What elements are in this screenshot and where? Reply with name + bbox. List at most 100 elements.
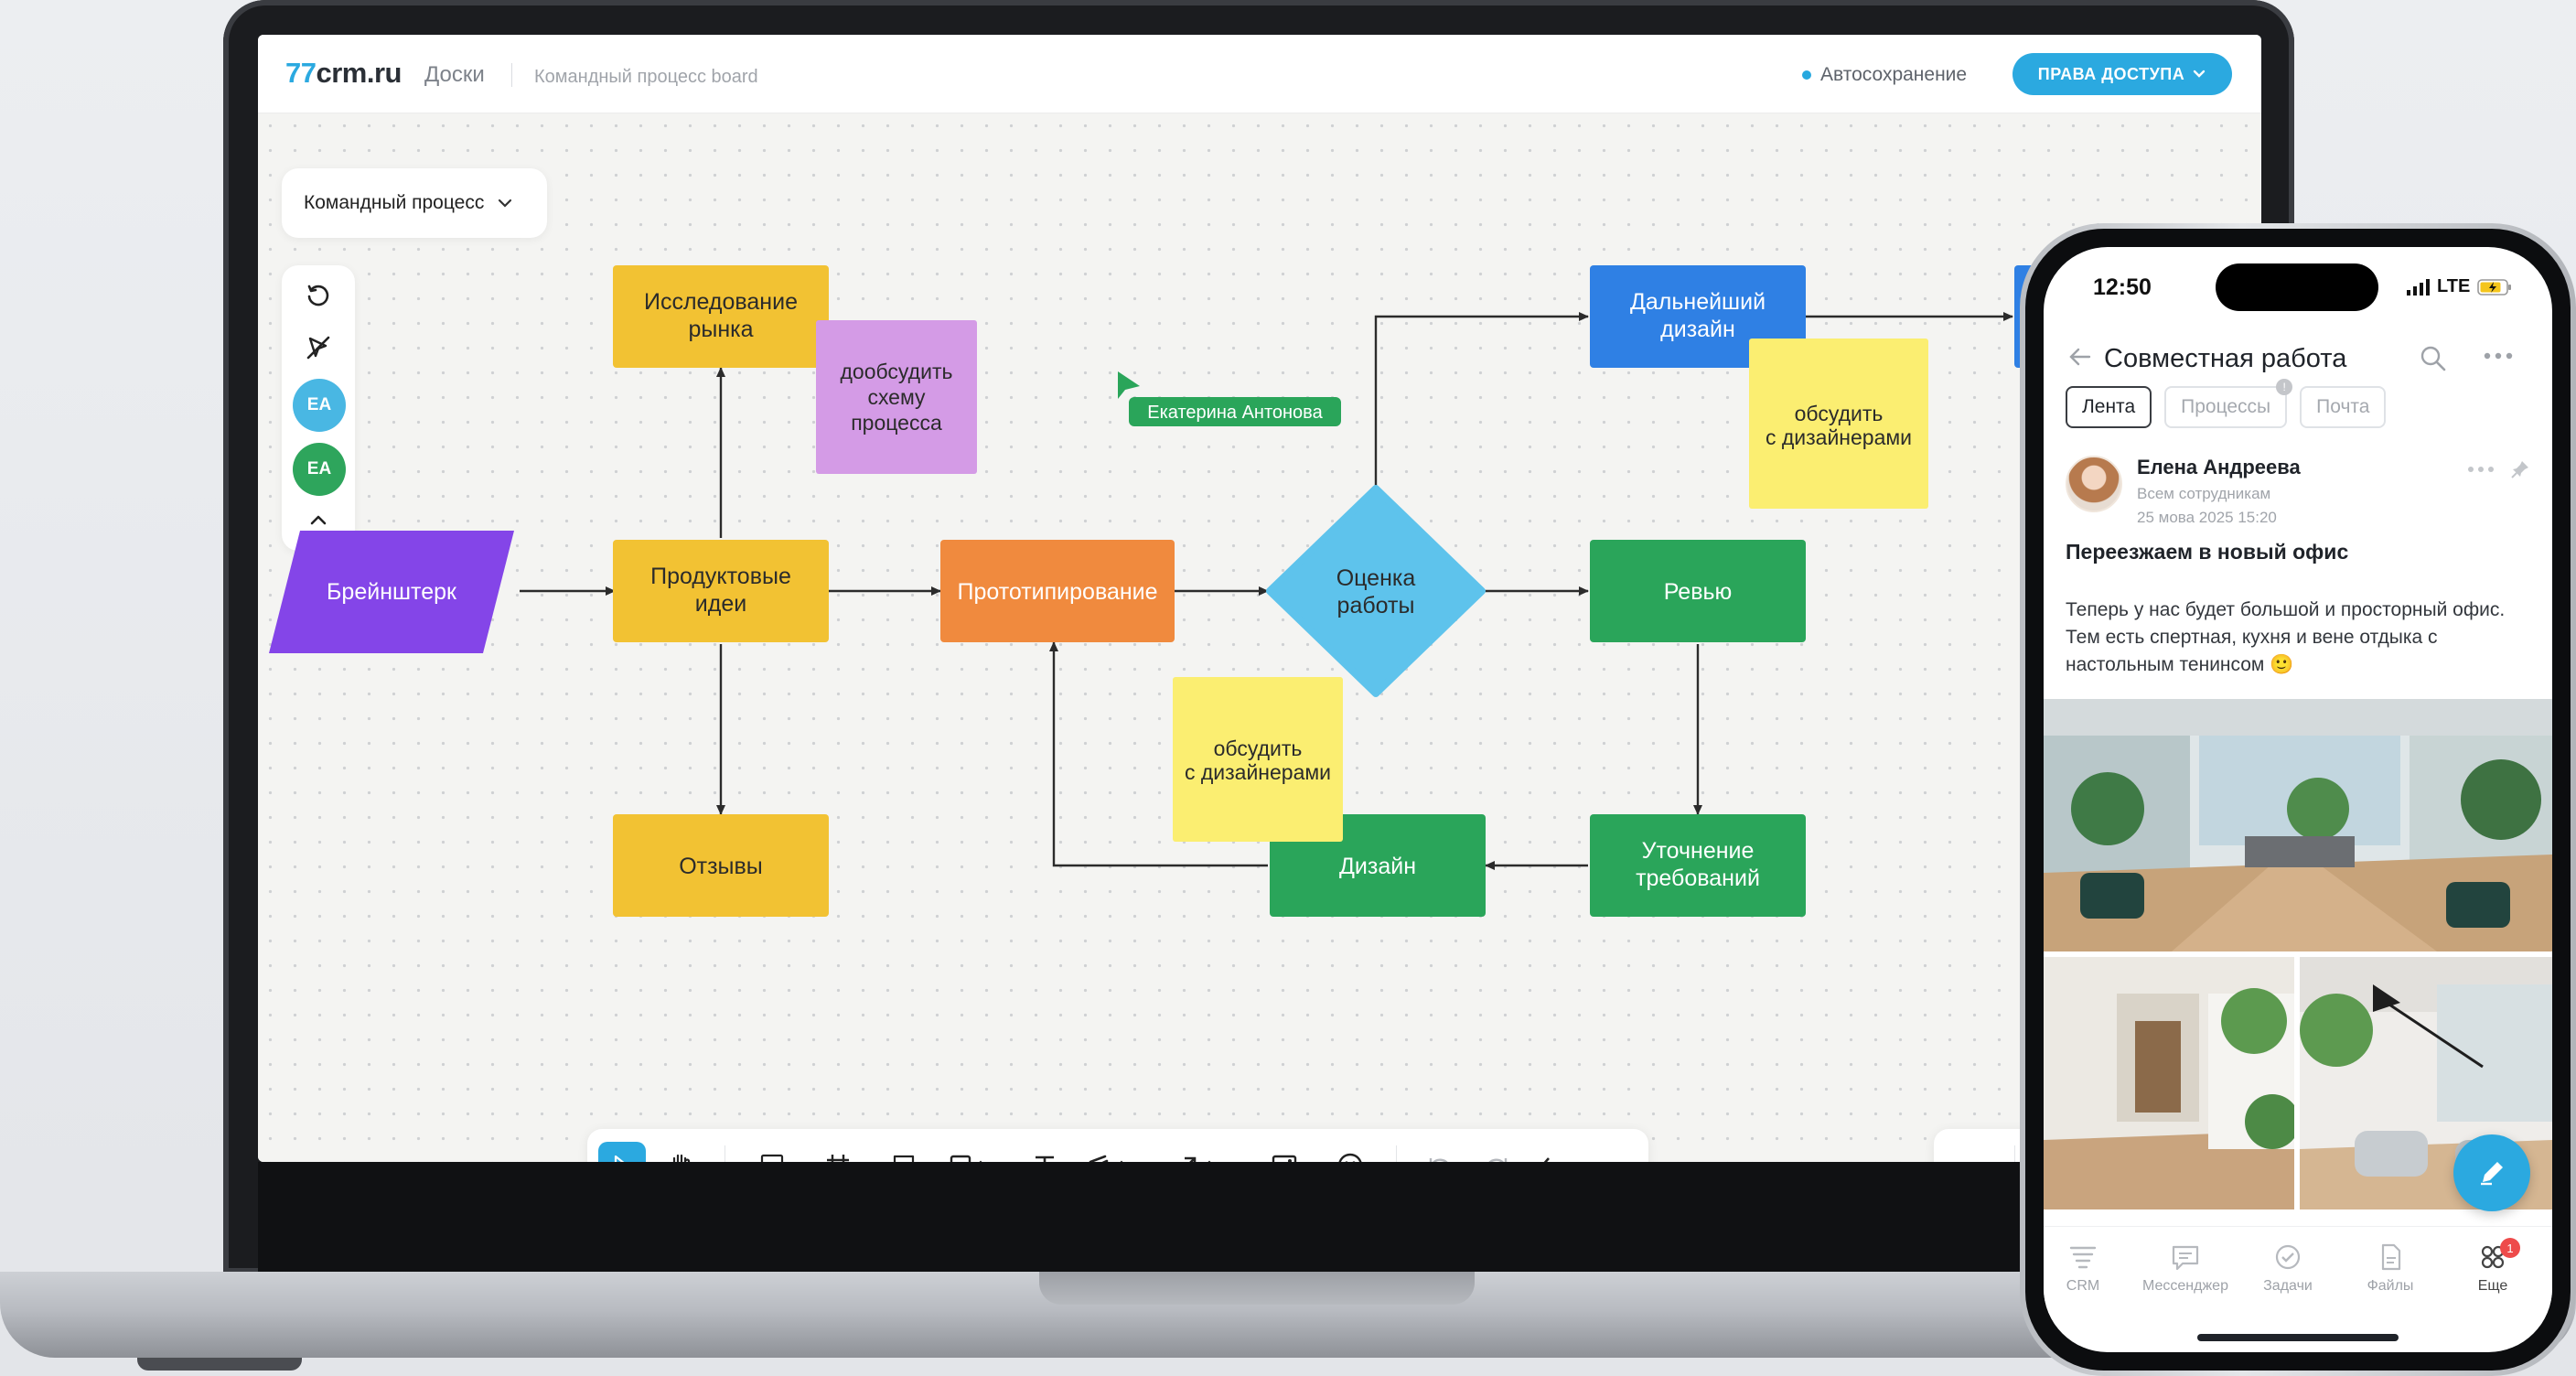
nav-item-label: CRM <box>2066 1278 2100 1294</box>
chevron-down-icon <box>499 199 512 208</box>
frame-tool-button[interactable] <box>814 1142 862 1162</box>
hide-cursors-icon[interactable] <box>304 333 333 362</box>
process-selector-dropdown[interactable]: Командный процесс <box>282 168 547 238</box>
crm-icon <box>2069 1246 2097 1269</box>
signal-icon <box>2407 278 2430 296</box>
nav-item-label: Еще <box>2477 1278 2508 1294</box>
chevron-up-icon[interactable] <box>304 505 333 534</box>
status-indicators: LTE <box>2406 276 2512 297</box>
cursor-arrow-icon <box>1118 371 1140 399</box>
nav-item-messenger[interactable]: Мессенджер <box>2135 1243 2236 1295</box>
avatar[interactable]: ЕА <box>293 443 346 496</box>
more-options-button[interactable] <box>1950 1142 1998 1162</box>
collaborator-cursor-label: Екатерина Антонова <box>1147 403 1323 423</box>
node-work-evaluation-label: Оценка <box>1336 565 1416 591</box>
nav-item-label: Мессенджер <box>2142 1278 2228 1294</box>
node-reviews-label: Отзывы <box>679 854 763 879</box>
node-product-ideas[interactable]: Продуктовые идеи <box>613 540 829 642</box>
pen-icon <box>2481 1162 2503 1186</box>
nav-item-crm[interactable]: CRM <box>2044 1243 2133 1295</box>
history-icon[interactable] <box>304 282 333 311</box>
board-app-window: 77crm.ru Доски Командный процесс board А… <box>258 35 2261 1162</box>
hand-tool-button[interactable] <box>657 1142 704 1162</box>
nav-item-more[interactable]: Еще 1 <box>2442 1238 2543 1295</box>
tab-mail[interactable]: Почта <box>2300 386 2387 428</box>
node-reviews[interactable]: Отзывы <box>613 814 829 917</box>
office-photo-corridor[interactable] <box>2044 957 2294 1209</box>
connector-lines <box>520 312 2013 870</box>
pin-icon[interactable] <box>2510 459 2530 479</box>
post-audience: Всем сотрудникам <box>2137 485 2271 502</box>
image-tool-button[interactable] <box>1261 1142 1308 1162</box>
pointer-icon <box>614 1155 625 1162</box>
node-clarify-requirements-label: требований <box>1636 865 1760 891</box>
app-header: Совместная работа <box>2044 326 2552 390</box>
brand-logo-text: crm.ru <box>316 57 402 89</box>
tab-feed[interactable]: Лента <box>2066 386 2152 428</box>
nav-item-label: Задачи <box>2263 1278 2313 1294</box>
node-prototyping[interactable]: Прототипирование <box>940 540 1175 642</box>
select-tool-button[interactable] <box>598 1142 646 1162</box>
laptop-foot <box>137 1358 302 1371</box>
back-arrow-icon[interactable] <box>2067 344 2093 370</box>
sticky-note-discuss-designers-mid[interactable]: обсудить с дизайнерами <box>1173 677 1343 842</box>
tab-processes[interactable]: Процессы ! <box>2164 379 2293 428</box>
node-clarify-requirements[interactable]: Уточнение требований <box>1590 814 1806 917</box>
shape-tool-button[interactable] <box>946 1142 993 1162</box>
phone-bottom-nav: CRM Мессенджер Задачи Файлы Еще 1 <box>2044 1226 2552 1327</box>
redo-button[interactable] <box>1473 1142 1520 1162</box>
dynamic-island <box>2216 263 2378 311</box>
pen-tool-button[interactable] <box>1085 1142 1132 1162</box>
brand-logo[interactable]: 77crm.ru <box>285 57 402 90</box>
access-rights-button[interactable]: ПРАВА ДОСТУПА <box>2012 53 2232 95</box>
office-photo-main[interactable] <box>2044 699 2552 951</box>
post-author[interactable]: Елена Андреева <box>2137 456 2301 478</box>
sticky-tool-button[interactable] <box>880 1142 928 1162</box>
toolbar-separator <box>2014 1145 2015 1162</box>
node-market-research-label: рынка <box>688 317 753 342</box>
connector-tool-button[interactable] <box>1173 1142 1220 1162</box>
tab-processes-label: Процессы <box>2181 396 2271 417</box>
home-indicator <box>2197 1334 2399 1341</box>
search-icon[interactable] <box>2419 344 2448 373</box>
board-name: Командный процесс board <box>534 67 758 87</box>
node-work-evaluation[interactable]: Оценка работы <box>1266 485 1486 697</box>
post-more-icon[interactable] <box>2466 465 2496 474</box>
node-brainstorm-label: Брейнштерк <box>327 579 457 605</box>
text-icon <box>1036 1156 1054 1162</box>
node-market-research[interactable]: Исследование рынка <box>613 265 829 368</box>
notification-badge: ! <box>2276 379 2293 395</box>
undo-icon <box>1429 1158 1448 1162</box>
status-time: 12:50 <box>2093 274 2152 300</box>
sticky-note-text: обсудить <box>1214 736 1303 760</box>
check-circle-icon <box>2275 1244 2301 1270</box>
node-market-research-label: Исследование <box>644 289 798 315</box>
node-brainstorm[interactable]: Брейнштерк <box>269 531 514 653</box>
sticky-note-discuss-designers-top[interactable]: обсудить с дизайнерами <box>1749 339 1928 509</box>
compose-post-button[interactable] <box>2453 1134 2530 1211</box>
undo-button[interactable] <box>1416 1142 1464 1162</box>
templates-tool-button[interactable] <box>748 1142 796 1162</box>
node-clarify-requirements-label: Уточнение <box>1642 838 1755 864</box>
board-canvas[interactable]: Командный процесс ЕА ЕА <box>258 113 2261 1162</box>
nav-item-tasks[interactable]: Задачи <box>2238 1243 2338 1295</box>
sticky-note-text: процесса <box>851 411 942 435</box>
nav-boards-link[interactable]: Доски <box>424 62 485 87</box>
topbar-divider <box>511 63 512 87</box>
emoji-tool-button[interactable] <box>1326 1142 1374 1162</box>
node-product-ideas-label: Продуктовые <box>650 564 791 589</box>
sticky-note-icon <box>893 1155 915 1162</box>
avatar[interactable]: ЕА <box>293 379 346 432</box>
node-further-design-label: дизайн <box>1660 317 1735 342</box>
node-review[interactable]: Ревью <box>1590 540 1806 642</box>
autosave-status: Автосохранение <box>1802 64 1967 86</box>
node-prototyping-label: Прототипирование <box>957 579 1157 605</box>
more-dots-icon[interactable] <box>2483 351 2514 360</box>
collapse-toolbar-button[interactable] <box>1522 1142 1570 1162</box>
emoji-icon <box>1338 1153 1362 1162</box>
sticky-note-discuss-scheme[interactable]: дообсудить схему процесса <box>816 320 977 474</box>
text-tool-button[interactable] <box>1021 1142 1068 1162</box>
avatar[interactable] <box>2066 456 2122 512</box>
node-design-label: Дизайн <box>1339 854 1416 879</box>
nav-item-files[interactable]: Файлы <box>2340 1243 2441 1295</box>
